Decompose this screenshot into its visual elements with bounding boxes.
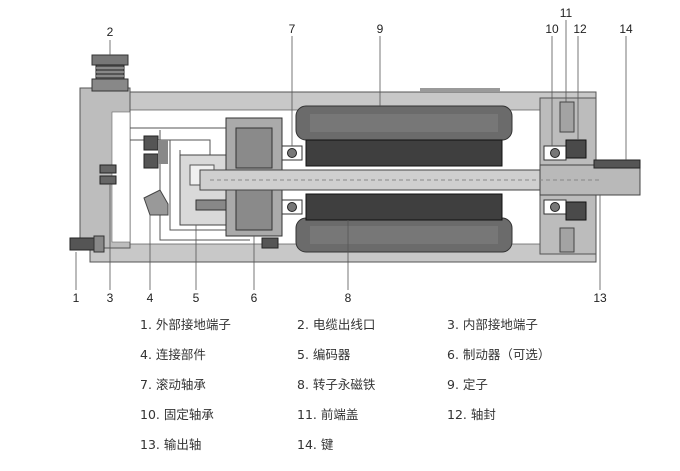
callout-7: 7 <box>289 22 296 36</box>
callout-9: 9 <box>377 22 384 36</box>
output-shaft <box>199 164 641 196</box>
legend-row: 13. 输出轴 14. 键 <box>140 434 660 454</box>
callout-5: 5 <box>193 291 200 305</box>
callout-4: 4 <box>147 291 154 305</box>
callout-12: 12 <box>573 22 587 36</box>
callout-3: 3 <box>107 291 114 305</box>
motor-cross-section-diagram: 1 2 3 4 5 6 7 8 9 10 11 12 13 14 <box>69 6 641 305</box>
legend-item-12: 12. 轴封 <box>447 407 496 422</box>
legend-row: 4. 连接部件 5. 编码器 6. 制动器（可选） <box>140 344 660 364</box>
legend-item-4: 4. 连接部件 <box>140 347 206 362</box>
front-end-cap <box>559 101 575 253</box>
leader-lines <box>75 20 627 290</box>
fixed-bearing <box>543 145 567 215</box>
rolling-bearing <box>281 145 303 215</box>
external-ground-terminal <box>69 235 105 253</box>
legend-item-6: 6. 制动器（可选） <box>447 347 551 362</box>
callout-labels: 1 2 3 4 5 6 7 8 9 10 11 12 13 14 <box>73 6 633 305</box>
legend-row: 7. 滚动轴承 8. 转子永磁铁 9. 定子 <box>140 374 660 394</box>
callout-14: 14 <box>619 22 633 36</box>
legend-item-7: 7. 滚动轴承 <box>140 377 206 392</box>
legend-item-13: 13. 输出轴 <box>140 437 202 452</box>
callout-13: 13 <box>593 291 607 305</box>
legend-item-8: 8. 转子永磁铁 <box>297 377 376 392</box>
callout-6: 6 <box>251 291 258 305</box>
internal-ground-terminal <box>99 164 117 185</box>
legend-row: 10. 固定轴承 11. 前端盖 12. 轴封 <box>140 404 660 424</box>
legend-item-3: 3. 内部接地端子 <box>447 317 538 332</box>
legend-item-2: 2. 电缆出线口 <box>297 317 376 332</box>
legend-row: 1. 外部接地端子 2. 电缆出线口 3. 内部接地端子 <box>140 314 660 334</box>
callout-11: 11 <box>560 6 573 20</box>
rotor-magnets <box>305 139 503 221</box>
stator <box>295 105 513 253</box>
legend-item-14: 14. 键 <box>297 437 334 452</box>
legend-item-11: 11. 前端盖 <box>297 407 359 422</box>
legend-item-9: 9. 定子 <box>447 377 488 392</box>
legend-item-5: 5. 编码器 <box>297 347 351 362</box>
shaft-seal <box>565 139 587 221</box>
callout-2: 2 <box>107 25 114 39</box>
connector-block <box>143 135 169 216</box>
legend-item-1: 1. 外部接地端子 <box>140 317 231 332</box>
cable-gland <box>91 54 129 92</box>
legend-item-10: 10. 固定轴承 <box>140 407 214 422</box>
callout-8: 8 <box>345 291 352 305</box>
callout-10: 10 <box>545 22 559 36</box>
key <box>593 159 641 169</box>
callout-1: 1 <box>73 291 80 305</box>
